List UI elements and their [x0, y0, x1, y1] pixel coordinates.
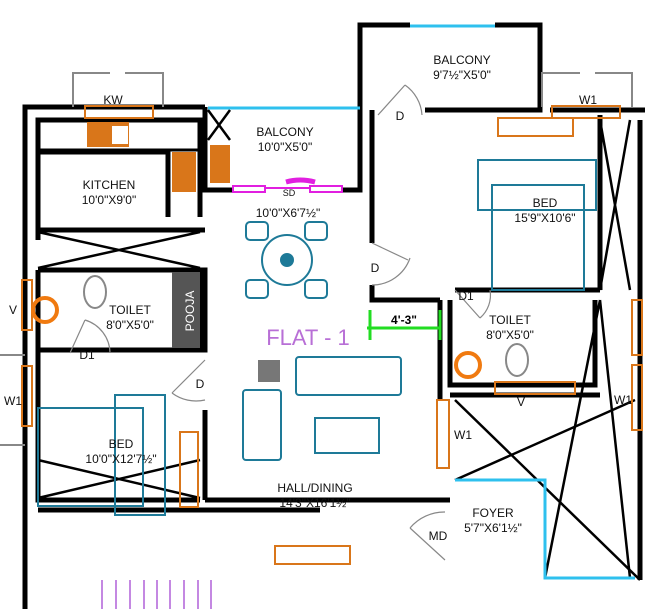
- toilet-left-name: TOILET: [109, 303, 151, 317]
- toilet-right-size: 8'0"X5'0": [486, 328, 534, 342]
- balcony-left-name: BALCONY: [256, 125, 313, 139]
- bed-master-size: 15'9"X10'6": [514, 211, 575, 225]
- hall-size: 14'3"X16'1½": [279, 496, 350, 510]
- toilet-left-size: 8'0"X5'0": [106, 318, 154, 332]
- hall-name: HALL/DINING: [277, 481, 352, 495]
- kitchen-fixtures: [31, 122, 482, 379]
- bed-master-name: BED: [533, 196, 558, 210]
- dining-size: 10'0"X6'7½": [256, 206, 320, 220]
- dimension-line: [367, 310, 442, 340]
- v-tag-right: V: [517, 395, 525, 409]
- glass-railings: [208, 24, 635, 580]
- windows: [0, 72, 643, 565]
- d1-tag-left: D1: [79, 348, 95, 362]
- walls: [22, 22, 645, 609]
- foyer-name: FOYER: [472, 506, 514, 520]
- w1-tag-left: W1: [4, 394, 22, 408]
- w1-tag-right: W1: [614, 393, 632, 407]
- pooja-label: POOJA: [183, 291, 197, 332]
- labels: KW KITCHEN 10'0"X9'0" BALCONY 10'0"X5'0"…: [4, 53, 632, 543]
- d-tag-balcony: D: [396, 109, 405, 123]
- w1-tag-top: W1: [579, 93, 597, 107]
- bed-left-name: BED: [109, 437, 134, 451]
- furniture: [37, 159, 597, 516]
- md-tag: MD: [429, 529, 448, 543]
- balcony-right-name: BALCONY: [433, 53, 490, 67]
- kitchen-size: 10'0"X9'0": [82, 193, 136, 207]
- kw-tag: KW: [103, 93, 123, 107]
- sd-tag: SD: [283, 188, 296, 198]
- kitchen-name: KITCHEN: [83, 178, 136, 192]
- flat-title: FLAT - 1: [266, 325, 350, 350]
- foyer-size: 5'7"X6'1½": [464, 521, 522, 535]
- sliding-door: [232, 177, 343, 193]
- toilet-fixtures: [83, 275, 529, 377]
- shaft-marks: [37, 109, 641, 581]
- bed-left-size: 10'0"X12'7½": [85, 452, 156, 466]
- toilet-right-name: TOILET: [489, 313, 531, 327]
- balcony-right-size: 9'7½"X5'0": [433, 68, 491, 82]
- doors: [69, 84, 492, 561]
- staircase: [101, 580, 212, 609]
- dimension-label: 4'-3": [391, 313, 417, 327]
- v-tag-left: V: [9, 303, 17, 317]
- pooja-hatch: [172, 272, 200, 348]
- d-tag-bed-left: D: [196, 377, 205, 391]
- balcony-left-size: 10'0"X5'0": [258, 140, 312, 154]
- d1-tag-right: D1: [458, 289, 474, 303]
- w1-tag-foyer: W1: [454, 428, 472, 442]
- d-tag-bed: D: [371, 261, 380, 275]
